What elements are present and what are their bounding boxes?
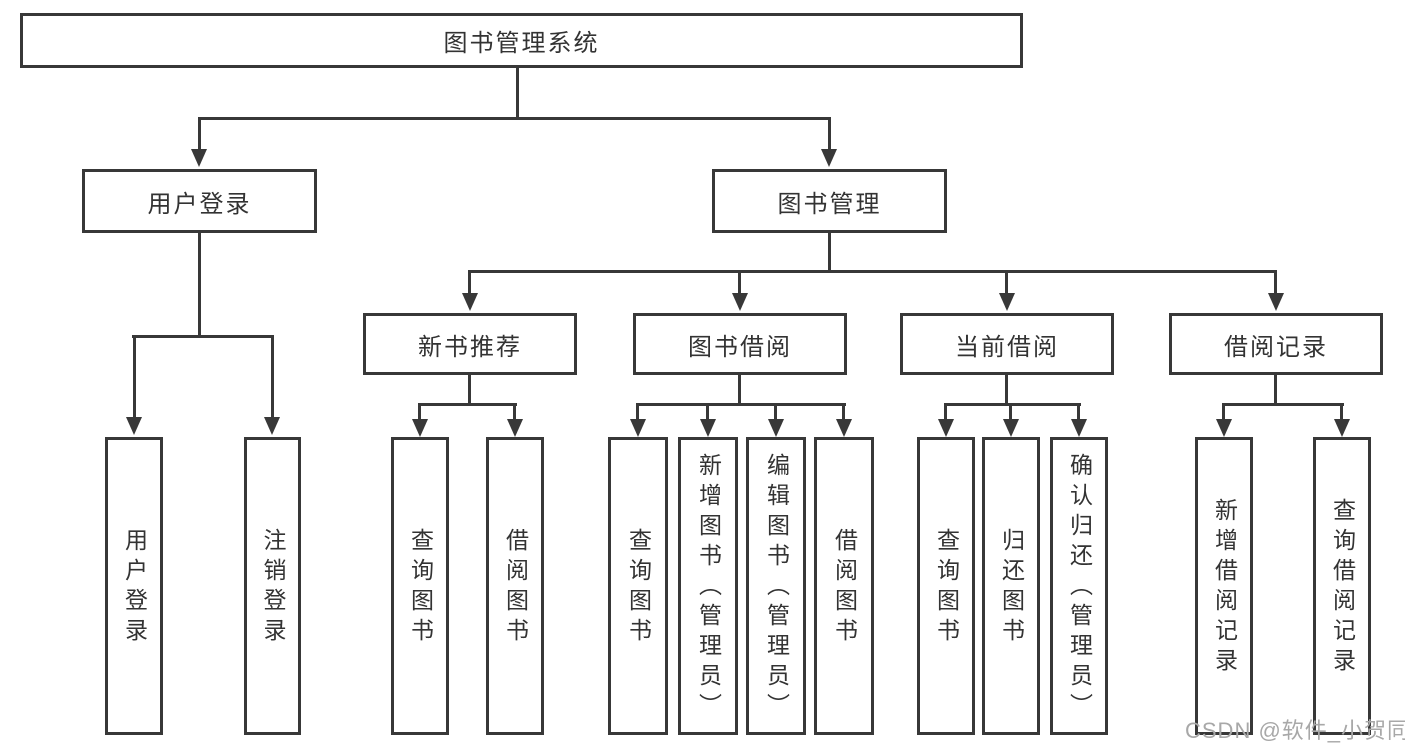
connector-records-split [1222,403,1344,406]
connector-leaf [774,403,777,421]
connector-to-book-management [828,117,831,151]
connector-user-login-split [132,335,274,338]
node-return-books: 归还图书 [982,437,1040,735]
node-book-management: 图书管理 [712,169,947,233]
node-add-borrow-record-label: 新增借阅记录 [1211,498,1238,678]
node-edit-book-admin: 编辑图书（管理员） [746,437,806,735]
connector-to-login-leaf [133,335,136,419]
connector-root-split [198,117,831,120]
node-book-borrow-label: 图书借阅 [688,333,792,361]
arrow-down-icon [264,417,280,435]
connector-leaf [706,403,709,421]
node-user-login-leaf: 用户登录 [105,437,163,735]
arrow-down-icon [412,419,428,437]
node-query-books-borrow: 查询图书 [608,437,668,735]
node-query-books-recommend-label: 查询图书 [407,528,434,648]
node-book-management-label: 图书管理 [777,190,882,218]
node-borrow-books-recommend-label: 借阅图书 [502,528,529,648]
connector-leaf [636,403,639,421]
connector-borrow-split [636,403,846,406]
node-query-books-recommend: 查询图书 [391,437,449,735]
node-query-books-borrow-label: 查询图书 [625,528,652,648]
node-library-system-label: 图书管理系统 [443,30,600,57]
arrow-down-icon [700,419,716,437]
arrow-down-icon [1268,293,1284,311]
connector-records-stub [1274,375,1277,405]
connector-to-current-borrow [1005,270,1008,295]
arrow-down-icon [836,419,852,437]
arrow-down-icon [462,293,478,311]
node-borrow-books-recommend: 借阅图书 [486,437,544,735]
node-user-login-label: 用户登录 [147,190,252,218]
node-library-system: 图书管理系统 [20,13,1023,68]
node-query-books-current: 查询图书 [917,437,975,735]
node-add-borrow-record: 新增借阅记录 [1195,437,1253,735]
node-book-borrow: 图书借阅 [633,313,847,375]
node-current-borrow: 当前借阅 [900,313,1114,375]
connector-current-split [944,403,1081,406]
arrow-down-icon [1003,419,1019,437]
connector-current-stub [1005,375,1008,405]
node-logout-label: 注销登录 [260,528,286,648]
connector-leaf [418,403,421,421]
connector-book-management-stub [828,233,831,273]
node-borrow-books-borrow: 借阅图书 [814,437,874,735]
node-current-borrow-label: 当前借阅 [955,333,1059,361]
connector-borrow-stub [738,375,741,405]
connector-to-logout-leaf [271,335,274,419]
arrow-down-icon [1216,419,1232,437]
node-borrow-books-borrow-label: 借阅图书 [831,528,858,648]
connector-leaf [1340,403,1343,421]
node-query-borrow-record: 查询借阅记录 [1313,437,1371,735]
arrow-down-icon [126,417,142,435]
arrow-down-icon [1334,419,1350,437]
node-query-borrow-record-label: 查询借阅记录 [1329,498,1356,678]
node-return-books-label: 归还图书 [998,528,1025,648]
watermark: CSDN @软件_小贺同学 [1185,718,1405,743]
arrow-down-icon [191,149,207,167]
arrow-down-icon [938,419,954,437]
node-edit-book-admin-label: 编辑图书（管理员） [763,453,790,723]
connector-leaf [1009,403,1012,421]
node-user-login: 用户登录 [82,169,317,233]
connector-recommend-stub [468,375,471,405]
connector-leaf [1222,403,1225,421]
arrow-down-icon [732,293,748,311]
node-logout: 注销登录 [244,437,301,735]
arrow-down-icon [630,419,646,437]
connector-user-login-stub [198,233,201,337]
node-query-books-current-label: 查询图书 [933,528,960,648]
node-confirm-return-admin-label: 确认归还（管理员） [1066,453,1093,723]
connector-root-stub [516,68,519,119]
node-add-book-admin: 新增图书（管理员） [678,437,738,735]
arrow-down-icon [1071,419,1087,437]
connector-recommend-split [418,403,517,406]
node-confirm-return-admin: 确认归还（管理员） [1050,437,1108,735]
node-user-login-leaf-label: 用户登录 [121,528,148,648]
connector-leaf [1077,403,1080,421]
arrow-down-icon [768,419,784,437]
node-new-book-recommend: 新书推荐 [363,313,577,375]
node-add-book-admin-label: 新增图书（管理员） [695,453,722,723]
node-borrow-records-label: 借阅记录 [1224,333,1328,361]
connector-to-user-login [198,117,201,151]
arrow-down-icon [821,149,837,167]
arrow-down-icon [999,293,1015,311]
connector-leaf [842,403,845,421]
connector-leaf [944,403,947,421]
connector-to-book-borrow [738,270,741,295]
connector-to-new-book-recommend [468,270,471,295]
connector-level3-split [468,270,1277,273]
node-new-book-recommend-label: 新书推荐 [418,333,522,361]
connector-leaf [513,403,516,421]
arrow-down-icon [507,419,523,437]
connector-to-borrow-records [1274,270,1277,295]
node-borrow-records: 借阅记录 [1169,313,1383,375]
